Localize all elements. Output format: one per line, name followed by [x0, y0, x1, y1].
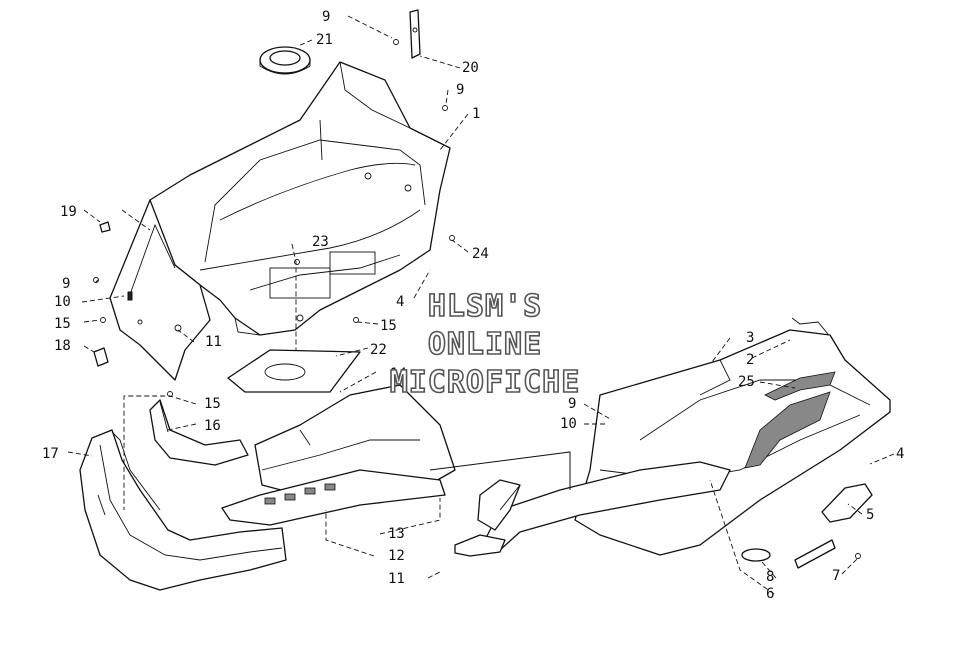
callout-15: 15: [380, 318, 397, 334]
callout-25: 25: [738, 374, 755, 390]
callout-10: 10: [54, 294, 71, 310]
callout-9: 9: [62, 276, 70, 292]
callout-16: 16: [204, 418, 221, 434]
callout-4: 4: [396, 294, 404, 310]
nose-bumper-17: [79, 429, 287, 591]
watermark-line-3: MICROFICHE: [389, 365, 581, 401]
lens-8: [741, 548, 771, 562]
callout-6: 6: [766, 586, 774, 602]
plate-22: [227, 349, 361, 393]
callout-14: 14: [390, 366, 407, 382]
watermark-line-2: ONLINE: [427, 327, 543, 363]
callout-labels: 9 21 20 9 1 19 24 23 9 4 10 15 15 11 18 …: [42, 9, 904, 602]
callout-8: 8: [766, 569, 774, 585]
callout-21: 21: [316, 32, 333, 48]
bracket-16: [149, 399, 249, 466]
callout-22: 22: [370, 342, 387, 358]
pad-5: [821, 483, 873, 523]
callout-12: 12: [388, 548, 405, 564]
callout-3: 3: [746, 330, 754, 346]
callout-9: 9: [568, 396, 576, 412]
callout-20: 20: [462, 60, 479, 76]
callout-9: 9: [456, 82, 464, 98]
callout-13: 13: [388, 526, 405, 542]
callout-1: 1: [472, 106, 480, 122]
callout-18: 18: [54, 338, 71, 354]
callout-2: 2: [746, 352, 754, 368]
callout-11: 11: [205, 334, 222, 350]
leader-lines: [67, 15, 895, 595]
callout-23: 23: [312, 234, 329, 250]
callout-5: 5: [866, 507, 874, 523]
callout-15: 15: [54, 316, 71, 332]
callout-15: 15: [204, 396, 221, 412]
callout-9: 9: [322, 9, 330, 25]
step-plate-13: [221, 469, 446, 526]
callout-17: 17: [42, 446, 59, 462]
hardware-bits: [93, 39, 861, 559]
tunnel-rail: [454, 461, 731, 557]
callout-7: 7: [832, 568, 840, 584]
gasket-ring-21: [259, 46, 311, 75]
callout-11: 11: [388, 571, 405, 587]
callout-4: 4: [896, 446, 904, 462]
hood-panel-1: [149, 61, 451, 336]
callout-10: 10: [560, 416, 577, 432]
callout-19: 19: [60, 204, 77, 220]
trim-strip-6: [794, 539, 836, 569]
callout-24: 24: [472, 246, 489, 262]
watermark-line-1: HLSM'S: [427, 289, 543, 325]
bracket-20: [409, 9, 421, 59]
